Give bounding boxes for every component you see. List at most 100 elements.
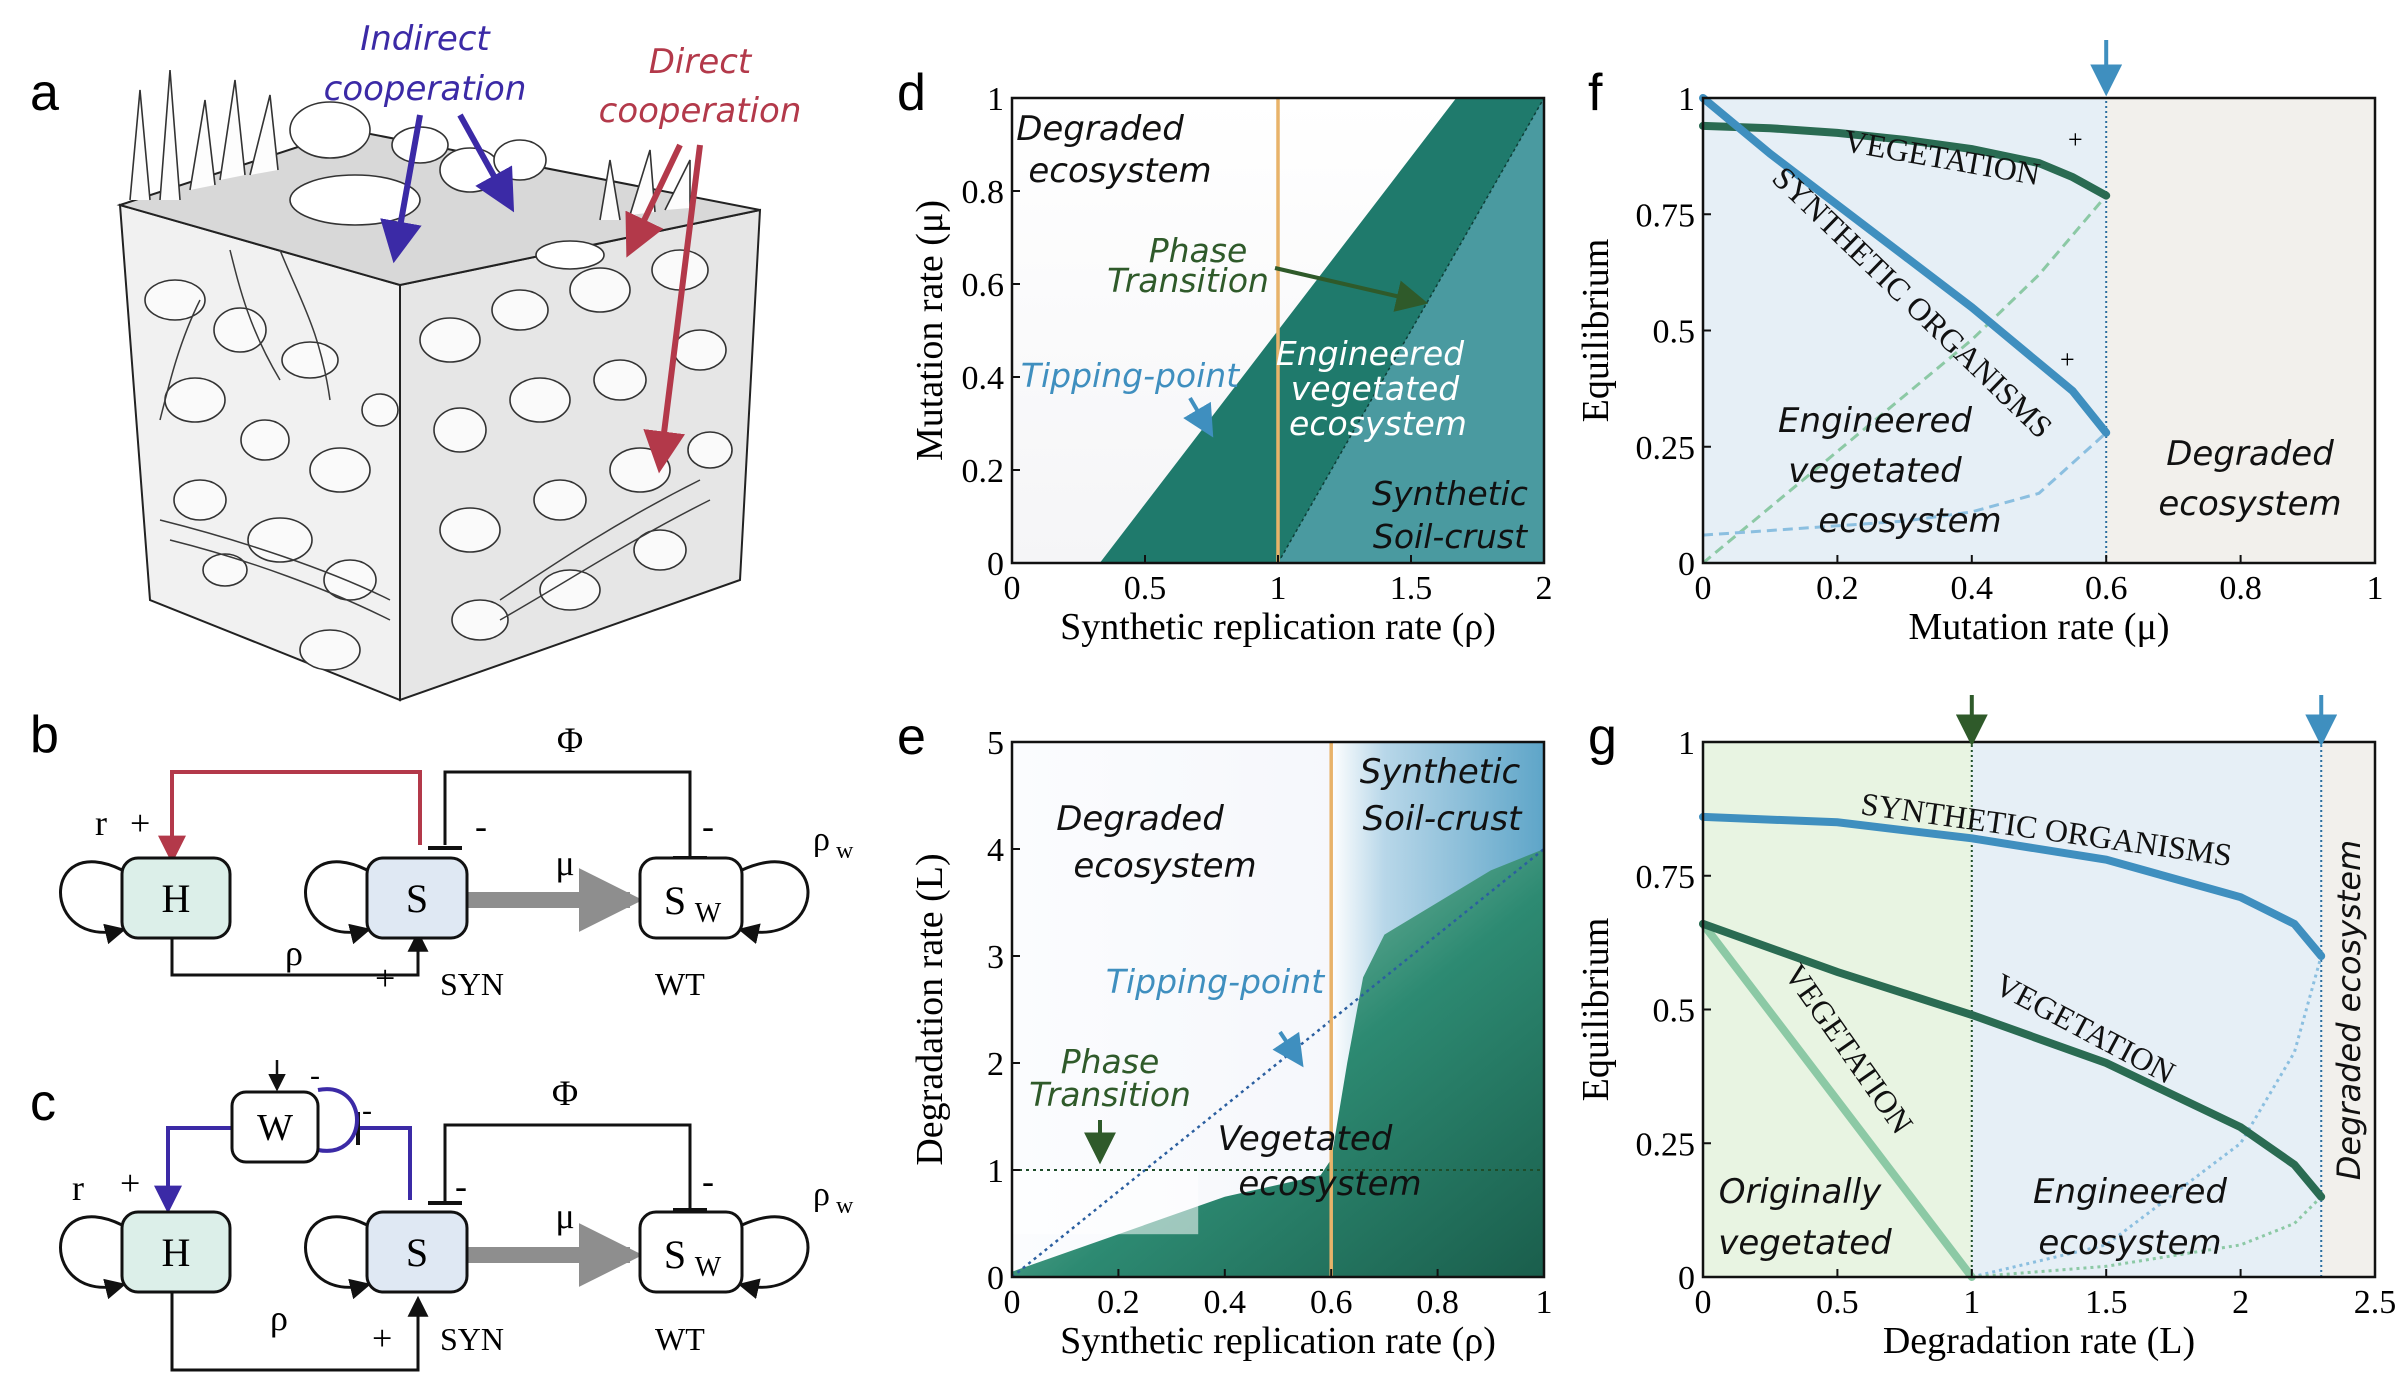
engineered-label-2: ecosystem <box>2038 1223 2221 1263</box>
x-tick-label: 0.4 <box>1204 1284 1247 1321</box>
region-engineered-bg <box>1971 742 2322 1277</box>
panel-letter-f: f <box>1588 64 1603 122</box>
y-tick-label: 0.25 <box>1636 430 1696 467</box>
y-tick-label: 0.75 <box>1636 197 1696 234</box>
c-node-S-label: S <box>406 1230 428 1275</box>
c-label-syn: SYN <box>440 1321 504 1357</box>
c-w-self-loop <box>317 1087 359 1153</box>
degraded-label-1: Degraded <box>1056 799 1224 839</box>
x-tick-label: 1.5 <box>1390 570 1433 607</box>
y-tick-label: 0.6 <box>962 267 1005 304</box>
region-degraded-bg <box>2106 98 2375 563</box>
x-tick-label: 2.5 <box>2354 1284 2397 1321</box>
x-tick-label: 0 <box>1004 1284 1021 1321</box>
x-tick-label: 0.6 <box>2085 570 2128 607</box>
panel-a: a <box>30 19 801 702</box>
c-label-phi: Φ <box>552 1073 578 1113</box>
y-tick-label: 1 <box>987 1153 1004 1190</box>
engineered-label-3: ecosystem <box>1289 404 1467 443</box>
engineered-label-1: Engineered <box>1778 401 1972 441</box>
degraded-label-2: ecosystem <box>1028 151 1211 191</box>
panel-letter-g: g <box>1588 708 1617 766</box>
b-sw-self-loop <box>737 860 810 944</box>
y-tick-label: 0 <box>1678 1260 1695 1297</box>
c-minus-w: - <box>310 1059 320 1092</box>
c-node-W <box>230 1090 320 1164</box>
x-tick-label: 0.8 <box>2219 570 2262 607</box>
x-tick-label: 0 <box>1695 1284 1712 1321</box>
c-node-SW-sub: W <box>695 1252 722 1283</box>
phase-arrow <box>1274 266 1429 312</box>
engineered-label-3: ecosystem <box>1818 501 2001 541</box>
degraded-label-1: Degraded <box>2166 434 2334 474</box>
b-label-rho: ρ <box>285 933 303 973</box>
panel-b: b H S S W r + ρ + ρ w Φ μ - - SYN WT <box>30 706 854 1002</box>
y-tick-label: 1 <box>1678 81 1695 118</box>
direct-arrow-2 <box>643 144 703 474</box>
indirect-label-1: Indirect <box>360 19 491 59</box>
y-tick-label: 0.4 <box>962 360 1005 397</box>
y-tick-label: 1 <box>987 81 1004 118</box>
tipping-arrow <box>1272 1030 1304 1068</box>
original-label-2: vegetated <box>1718 1223 1892 1263</box>
region-degraded-bg <box>2321 742 2375 1277</box>
c-node-H-label: H <box>162 1230 191 1275</box>
c-label-r: r <box>72 1168 84 1208</box>
b-node-H <box>120 856 232 940</box>
panel-letter-a: a <box>30 64 59 122</box>
vegetated-label-2: ecosystem <box>1238 1164 1421 1204</box>
degraded-label-1: Degraded <box>1016 109 1184 149</box>
x-axis-label: Synthetic replication rate (ρ) <box>1060 606 1496 648</box>
region-engineered-bg <box>1703 98 2107 563</box>
phase-label-1: Phase <box>1149 231 1248 270</box>
degraded-vertical-label: Degraded ecosystem <box>2330 840 2368 1180</box>
x-tick-label: 0 <box>1695 570 1712 607</box>
y-tick-label: 5 <box>987 725 1004 762</box>
b-phi-link <box>443 770 692 858</box>
c-node-SW-label: S <box>664 1232 686 1277</box>
c-h-to-s-link <box>170 1288 429 1372</box>
y-tick-label: 3 <box>987 939 1004 976</box>
y-tick-label: 0.25 <box>1636 1126 1696 1163</box>
b-label-phi: Φ <box>557 720 583 760</box>
c-minus-w2: - <box>362 1094 372 1127</box>
b-label-syn: SYN <box>440 966 504 1002</box>
b-label-wt: WT <box>655 966 705 1002</box>
x-axis-label: Synthetic replication rate (ρ) <box>1060 1320 1496 1362</box>
b-node-SW <box>638 856 744 940</box>
b-plus-h: + <box>130 803 150 843</box>
b-label-rhow-sub: w <box>836 838 854 864</box>
phase-label-2: Transition <box>1107 261 1269 300</box>
x-tick-label: 1 <box>1963 1284 1980 1321</box>
x-tick-label: 0 <box>1004 570 1021 607</box>
soil-block-illustration <box>116 69 762 702</box>
y-axis-label: Mutation rate (μ) <box>909 200 951 461</box>
b-node-SW-sub: W <box>695 898 722 929</box>
vegetated-label-1: Vegetated <box>1218 1119 1393 1159</box>
soil-crust-label-1: Synthetic <box>1360 752 1521 792</box>
panel-letter-e: e <box>897 708 926 766</box>
b-minus-sw: - <box>702 806 714 846</box>
y-axis-label: Equilibrium <box>1575 918 1617 1102</box>
panel-letter-b: b <box>30 706 59 764</box>
c-s-self-loop <box>304 1215 372 1300</box>
x-tick-label: 0.8 <box>1416 1284 1459 1321</box>
b-minus-s: - <box>475 806 487 846</box>
x-tick-label: 1 <box>1536 1284 1553 1321</box>
b-s-self-loop <box>304 860 372 945</box>
c-sw-self-loop <box>737 1215 810 1299</box>
x-axis-label: Degradation rate (L) <box>1883 1320 2195 1362</box>
panel-letter-d: d <box>897 64 926 122</box>
unstable-branch-vegetation <box>1702 194 2108 565</box>
y-axis-label: Equilibrium <box>1575 239 1617 423</box>
c-node-H <box>120 1210 232 1294</box>
y-tick-label: 0 <box>987 1260 1004 1297</box>
c-minus-s: - <box>455 1166 467 1206</box>
b-h-self-loop <box>59 860 127 945</box>
x-tick-label: 1 <box>1270 570 1287 607</box>
x-tick-label: 0.4 <box>1951 570 1994 607</box>
y-tick-label: 0 <box>987 546 1004 583</box>
